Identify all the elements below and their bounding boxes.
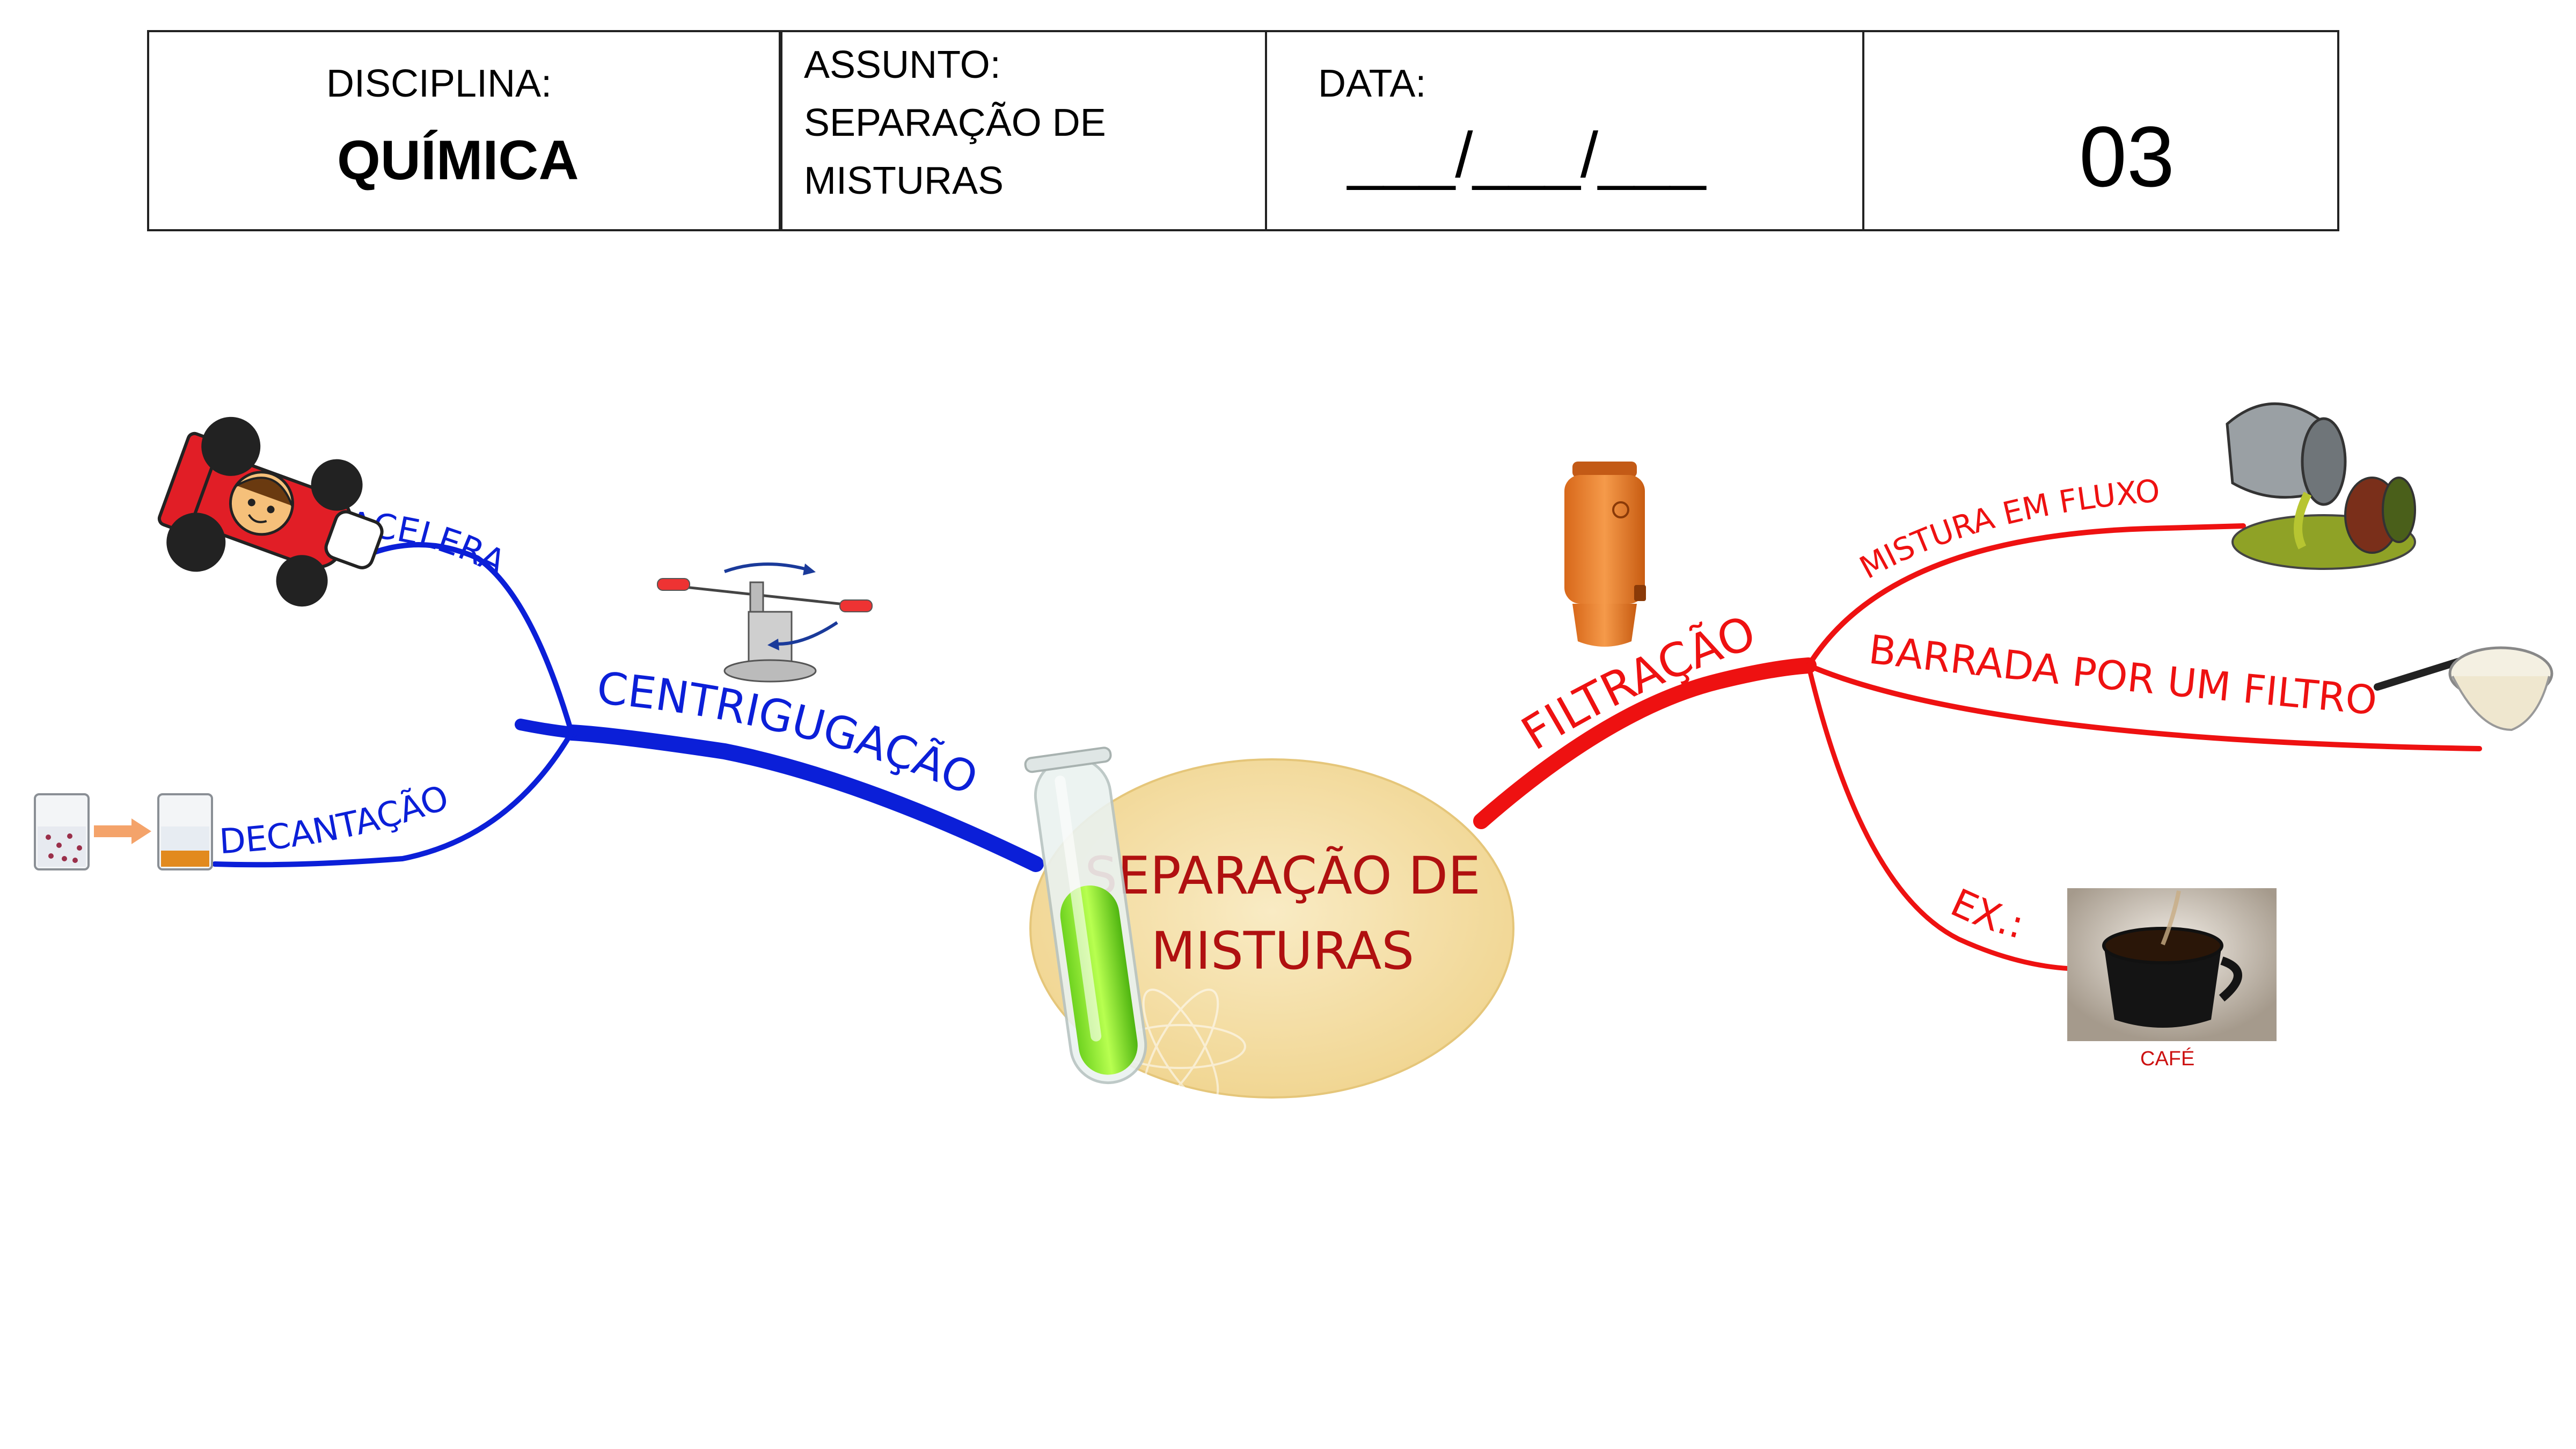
branch-label-barrada-por-um-filtro: BARRADA POR UM FILTRO (1867, 626, 2379, 724)
strainer-icon (2374, 646, 2553, 731)
date-label: DATA: (1318, 62, 1426, 105)
race-car-icon (157, 416, 384, 607)
test-tube-icon (1024, 747, 1147, 1085)
left-branch-lines (212, 542, 1044, 872)
center-title-line1: SEPARAÇÃO DE (1085, 846, 1480, 906)
center-ellipse (1029, 758, 1514, 1099)
center-title-line2: MISTURAS (1151, 921, 1414, 981)
centrifuge-icon (657, 562, 873, 683)
branch-label-decantacao: DECANTAÇÃO (218, 778, 454, 862)
date-cell: DATA: ___/___/___ (1267, 32, 1864, 229)
center-node: SEPARAÇÃO DE MISTURAS (1024, 747, 1514, 1104)
subject-line1: SEPARAÇÃO DE (804, 101, 1106, 144)
right-branch-lines (1473, 523, 2482, 971)
header-table: DISCIPLINA: QUÍMICA ASSUNTO: SEPARAÇÃO D… (147, 30, 2339, 231)
discipline-cell: DISCIPLINA: QUÍMICA (149, 32, 782, 229)
discipline-value: QUÍMICA (337, 129, 579, 192)
subject-line2: MISTURAS (804, 159, 1004, 202)
coffee-caption: CAFÉ (2140, 1048, 2195, 1070)
water-filter-icon (1564, 462, 1646, 647)
date-blank: ___/___/___ (1348, 119, 1706, 191)
subject-label: ASSUNTO: (804, 43, 1001, 86)
subject-cell: ASSUNTO: SEPARAÇÃO DE MISTURAS (782, 32, 1267, 229)
coffee-photo-icon (2067, 888, 2277, 1041)
number-cell: 03 (1864, 32, 2337, 229)
pipe-spill-icon (2226, 402, 2416, 570)
discipline-label: DISCIPLINA: (326, 62, 552, 105)
sheet-number: 03 (2079, 108, 2175, 204)
decantation-beakers-icon (34, 793, 213, 870)
